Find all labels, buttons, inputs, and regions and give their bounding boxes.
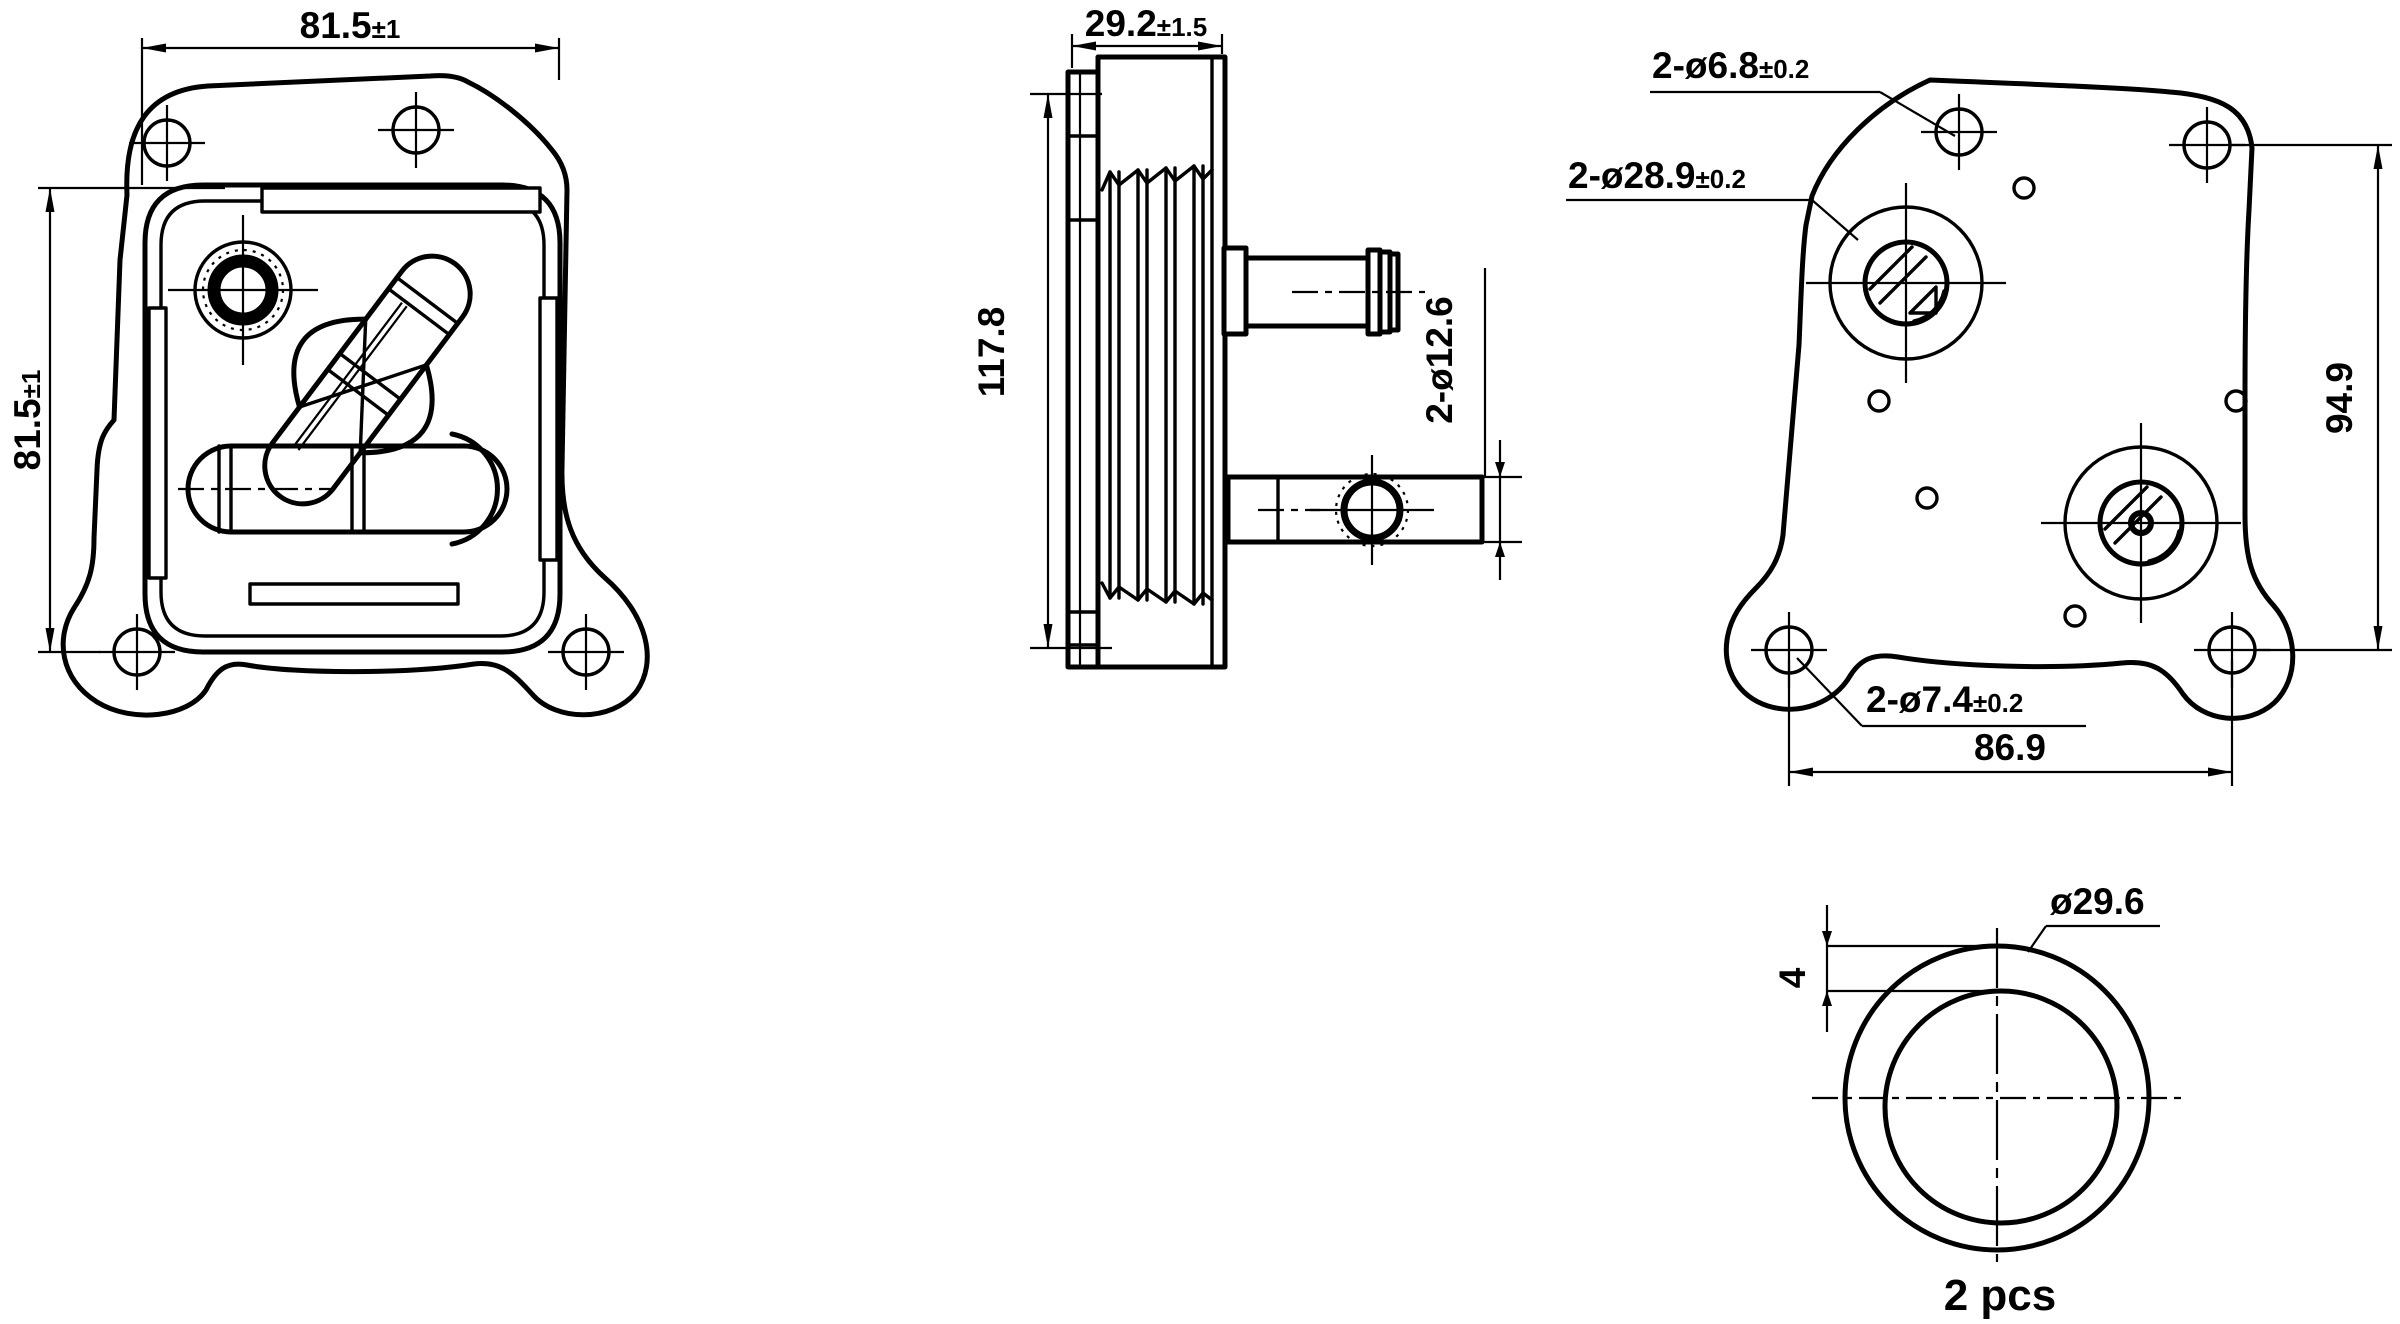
side-upper-port [1221,245,1425,337]
side-core-pleats [1100,164,1214,606]
svg-text:4: 4 [1772,967,1813,988]
svg-text:2-ø12.6: 2-ø12.6 [1419,296,1460,424]
front-diagonal-pipe [262,253,473,507]
gasket-inner-circle [1882,988,2120,1226]
side-height-dimension: 117.8 [971,92,1112,650]
back-bosses-callout: 2-ø28.9±0.2 [1566,155,1859,241]
mounting-hole-crosshair [546,612,626,692]
back-outline [1723,77,2296,721]
small-hole [2224,389,2248,413]
front-right-rail [538,296,559,562]
back-height-dimension: 94.9 [2232,143,2392,652]
front-left-rail [147,306,168,580]
back-boss-upper [1806,183,2006,383]
side-body [1095,54,1228,670]
svg-text:81.5±1: 81.5±1 [7,370,48,471]
back-width-dimension: 86.9 [1787,660,2234,786]
small-hole [2063,604,2087,628]
back-view: 2-ø6.8±0.2 2-ø28.9±0.2 2-ø7.4±0.2 86.9 [1566,45,2392,786]
gasket-detail-view: ø29.6 4 2 pcs [1772,881,2185,1320]
svg-text:ø29.6: ø29.6 [2050,881,2145,922]
small-hole [2012,176,2036,200]
back-boss-lower [2041,423,2241,623]
svg-text:94.9: 94.9 [2319,362,2360,434]
mounting-hole-crosshair [1919,92,1999,172]
front-horizontal-pipe [185,443,510,535]
front-elbow-arc [449,431,500,547]
svg-text:117.8: 117.8 [971,307,1012,398]
front-outline [60,73,650,718]
back-bottom-holes-callout: 2-ø7.4±0.2 [1796,657,2086,728]
side-view: 29.2±1.5 117.8 2-ø12.6 [971,3,1522,670]
svg-text:86.9: 86.9 [1974,727,2046,768]
mounting-hole-crosshair [376,90,456,170]
front-boss [168,215,318,365]
front-view: 81.5±1 81.5±1 [7,5,650,718]
side-flange-plate [1065,69,1101,670]
back-top-holes-callout: 2-ø6.8±0.2 [1650,45,1956,137]
small-hole [1915,486,1939,510]
side-ports-dimension: 2-ø12.6 [1419,268,1522,580]
side-depth-dimension: 29.2±1.5 [1070,3,1224,68]
gasket-thickness-dimension: 4 [1772,905,1992,1032]
front-inner-face-wall [159,199,546,638]
svg-text:2-ø6.8±0.2: 2-ø6.8±0.2 [1652,45,1809,86]
gasket-diameter-callout: ø29.6 [2027,881,2160,953]
side-lower-port [1225,455,1485,565]
front-top-rail [260,186,542,214]
front-inner-face [142,182,563,655]
svg-text:2-ø28.9±0.2: 2-ø28.9±0.2 [1568,155,1746,196]
front-bottom-rail [248,582,460,606]
small-hole [1867,389,1891,413]
svg-text:81.5±1: 81.5±1 [300,5,401,46]
gasket-quantity-caption: 2 pcs [1944,1271,2057,1320]
front-height-dimension: 81.5±1 [7,186,225,654]
mounting-hole-crosshair [127,103,207,183]
mounting-hole-crosshair [97,612,177,692]
front-width-dimension: 81.5±1 [140,5,561,185]
svg-text:2-ø7.4±0.2: 2-ø7.4±0.2 [1866,679,2023,720]
svg-text:29.2±1.5: 29.2±1.5 [1085,3,1207,44]
